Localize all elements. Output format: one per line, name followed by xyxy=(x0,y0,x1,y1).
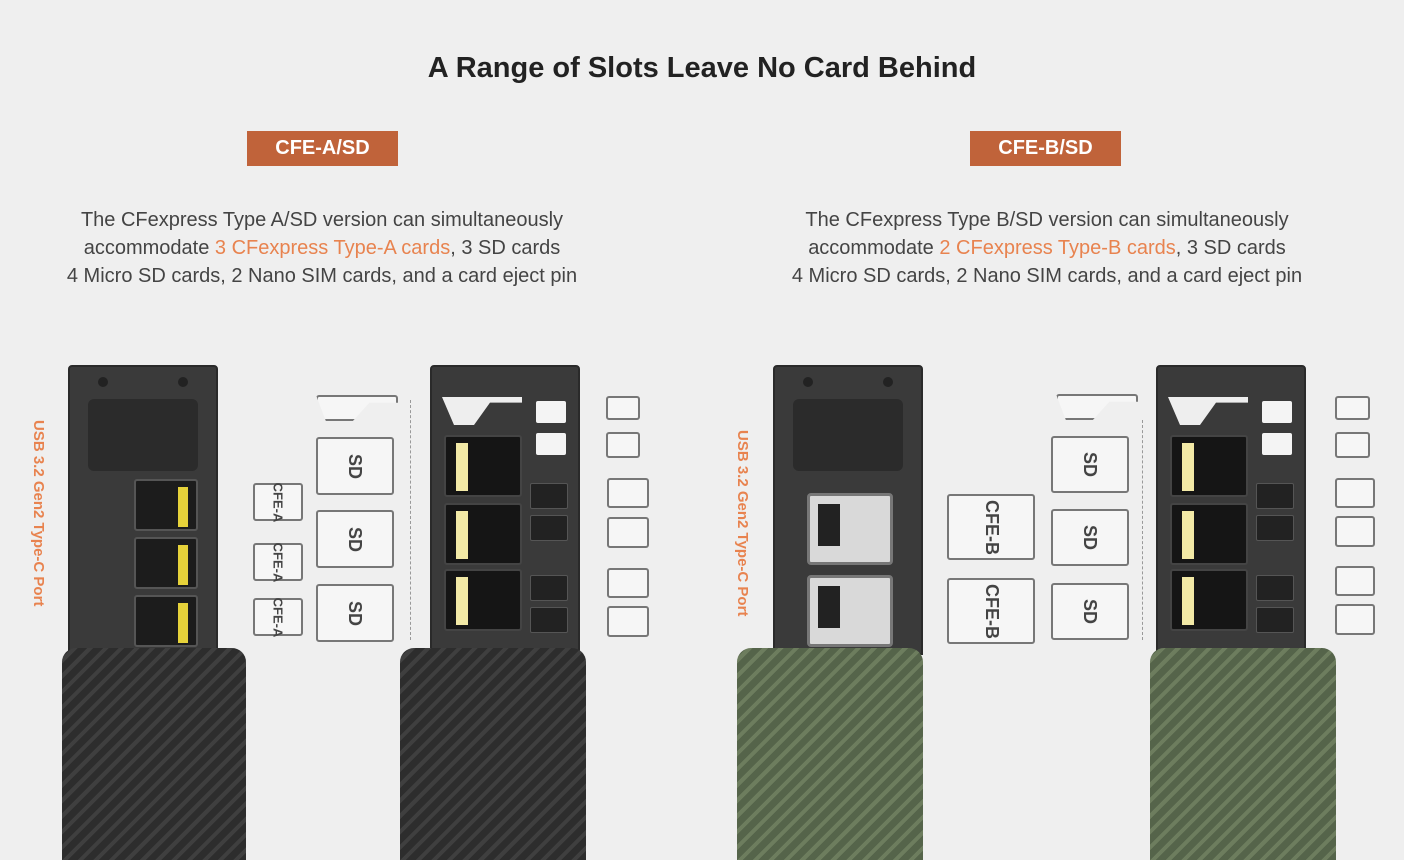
screw xyxy=(883,377,893,387)
micro-sd-outline xyxy=(607,606,649,637)
micro-sd xyxy=(1256,483,1294,509)
desc-text: accommodate xyxy=(83,237,215,259)
nano-sim-outline xyxy=(1335,432,1370,458)
desc-text: accommodate xyxy=(808,237,940,259)
micro-sd-outline xyxy=(1335,516,1375,547)
cfexpress-b-card xyxy=(807,575,893,647)
sd-slot-outline: SD xyxy=(1051,583,1129,640)
eject-pin xyxy=(1168,397,1248,425)
nano-sim-outline xyxy=(606,396,640,420)
micro-sd-outline xyxy=(1335,566,1375,596)
micro-sd-outline xyxy=(1335,604,1375,635)
slot-label: CFE-A xyxy=(270,482,286,522)
desc-text: , 3 SD cards xyxy=(1175,237,1286,259)
screw xyxy=(178,377,188,387)
cfe-a-slot-outline: CFE-A xyxy=(253,482,303,522)
micro-sd-outline xyxy=(1335,478,1375,508)
screw xyxy=(98,377,108,387)
cfexpress-a-card xyxy=(134,479,198,531)
slot-label: CFE-A xyxy=(270,597,286,637)
desc-line: accommodate 3 CFexpress Type-A cards, 3 … xyxy=(12,234,632,262)
sd-card xyxy=(1170,435,1248,497)
micro-sd-outline xyxy=(607,568,649,598)
device-b-back xyxy=(1156,365,1306,655)
micro-sd xyxy=(530,607,568,633)
device-a-back xyxy=(430,365,580,655)
sd-card xyxy=(1170,569,1248,631)
micro-sd xyxy=(530,515,568,541)
cfe-a-slot-outline: CFE-A xyxy=(253,597,303,637)
sd-slot-outline: SD xyxy=(316,584,394,642)
desc-highlight: 3 CFexpress Type-A cards xyxy=(214,237,451,259)
desc-line: accommodate 2 CFexpress Type-B cards, 3 … xyxy=(737,234,1357,262)
sd-slot-outline: SD xyxy=(1051,509,1129,566)
micro-sd-outline xyxy=(607,478,649,508)
description-cfe-a: The CFexpress Type A/SD version can simu… xyxy=(12,206,632,290)
device-a-front xyxy=(68,365,218,655)
sd-card xyxy=(444,435,522,497)
slot-label: SD xyxy=(345,453,366,479)
device-b-grip xyxy=(737,648,923,860)
sd-slot-outline: SD xyxy=(1051,436,1129,493)
desc-line: 4 Micro SD cards, 2 Nano SIM cards, and … xyxy=(791,265,1303,287)
device-a-back-grip xyxy=(400,648,586,860)
vent-panel xyxy=(88,399,198,471)
slot-label: CFE-A xyxy=(270,542,286,582)
device-b-back-grip xyxy=(1150,648,1336,860)
micro-sd-outline xyxy=(607,517,649,548)
cfe-b-slot-outline: CFE-B xyxy=(947,578,1035,644)
micro-sd xyxy=(1256,575,1294,601)
sd-card xyxy=(444,569,522,631)
desc-text: , 3 SD cards xyxy=(450,237,561,259)
desc-line: The CFexpress Type B/SD version can simu… xyxy=(805,209,1289,231)
guide-line xyxy=(1142,420,1143,640)
cfe-b-slot-outline: CFE-B xyxy=(947,494,1035,560)
desc-line: 4 Micro SD cards, 2 Nano SIM cards, and … xyxy=(66,265,578,287)
micro-sd xyxy=(1256,607,1294,633)
guide-line xyxy=(410,400,411,640)
cfexpress-a-card xyxy=(134,537,198,589)
nano-sim xyxy=(1262,401,1292,423)
slot-label: SD xyxy=(1080,598,1101,625)
micro-sd xyxy=(530,483,568,509)
eject-pin-outline xyxy=(1056,394,1138,420)
device-b-front xyxy=(773,365,923,655)
eject-pin-outline xyxy=(316,395,398,421)
badge-cfe-b-sd: CFE-B/SD xyxy=(970,131,1121,166)
cfe-a-slot-outline: CFE-A xyxy=(253,542,303,582)
slot-label: CFE-B xyxy=(981,499,1002,555)
cfexpress-a-card xyxy=(134,595,198,647)
slot-label: SD xyxy=(1080,451,1101,478)
micro-sd xyxy=(1256,515,1294,541)
nano-sim-outline xyxy=(606,432,640,458)
micro-sd xyxy=(530,575,568,601)
port-label-b: USB 3.2 Gen2 Type-C Port xyxy=(734,430,751,617)
description-cfe-b: The CFexpress Type B/SD version can simu… xyxy=(737,206,1357,290)
page-title: A Range of Slots Leave No Card Behind xyxy=(427,52,977,84)
nano-sim xyxy=(536,433,566,455)
sd-card xyxy=(444,503,522,565)
desc-highlight: 2 CFexpress Type-B cards xyxy=(939,237,1176,259)
screw xyxy=(803,377,813,387)
slot-label: SD xyxy=(345,526,366,552)
cfexpress-b-card xyxy=(807,493,893,565)
sd-slot-outline: SD xyxy=(316,437,394,495)
sd-card xyxy=(1170,503,1248,565)
nano-sim xyxy=(1262,433,1292,455)
sd-slot-outline: SD xyxy=(316,510,394,568)
badge-cfe-a-sd: CFE-A/SD xyxy=(247,131,398,166)
desc-line: The CFexpress Type A/SD version can simu… xyxy=(80,209,564,231)
slot-label: SD xyxy=(345,600,366,626)
eject-pin xyxy=(442,397,522,425)
slot-label: CFE-B xyxy=(981,583,1002,639)
device-a-grip xyxy=(62,648,246,860)
slot-label: SD xyxy=(1080,524,1101,551)
port-label-a: USB 3.2 Gen2 Type-C Port xyxy=(30,420,47,607)
nano-sim-outline xyxy=(1335,396,1370,420)
vent-panel xyxy=(793,399,903,471)
nano-sim xyxy=(536,401,566,423)
